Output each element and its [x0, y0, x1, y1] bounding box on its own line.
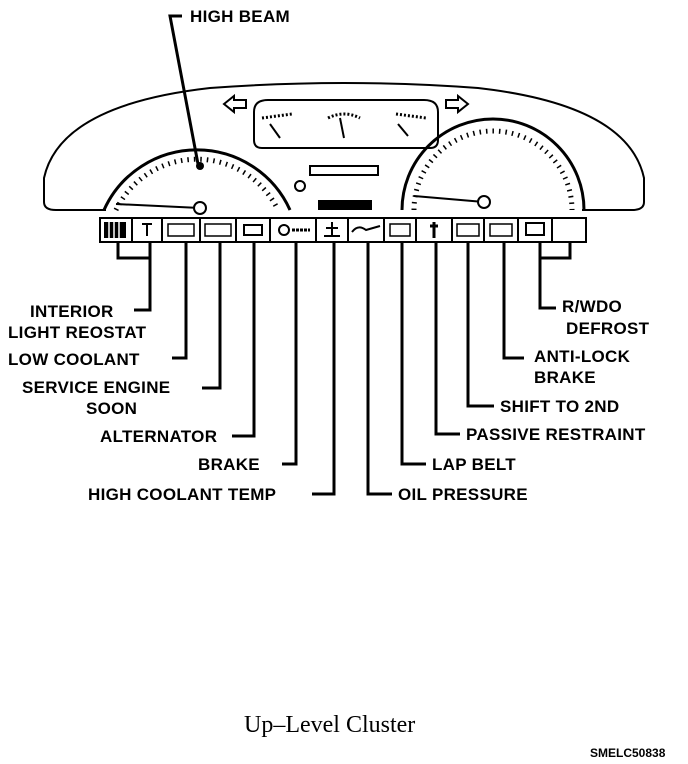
- label-service-engine-2: SOON: [86, 399, 137, 418]
- label-anti-lock-2: BRAKE: [534, 368, 596, 387]
- label-alternator: ALTERNATOR: [100, 427, 217, 446]
- high-coolant-temp-icon: [324, 222, 340, 237]
- right-turn-arrow-icon: [445, 93, 470, 115]
- cluster-housing: [43, 82, 645, 211]
- defrost-icon: [525, 222, 545, 236]
- label-oil-pressure: OIL PRESSURE: [398, 485, 528, 504]
- lap-belt-icon: [389, 223, 411, 237]
- dimmer-wheel-icon: [104, 222, 126, 238]
- shift-icon: [456, 223, 480, 237]
- label-interior-light-2: LIGHT REOSTAT: [8, 323, 147, 342]
- telltale-strip: [99, 217, 587, 243]
- odometer-window: [309, 165, 379, 176]
- label-rwdo-defrost-2: DEFROST: [566, 319, 650, 338]
- label-high-beam: HIGH BEAM: [190, 7, 290, 26]
- center-knob: [294, 180, 306, 192]
- label-service-engine-1: SERVICE ENGINE: [22, 378, 170, 397]
- label-lap-belt: LAP BELT: [432, 455, 516, 474]
- label-shift-to-2nd: SHIFT TO 2ND: [500, 397, 619, 416]
- fuel-gauge-icon: [261, 112, 293, 139]
- passive-restraint-icon: [430, 222, 438, 238]
- center-gauge-panel: [253, 99, 439, 149]
- anti-lock-icon: [489, 223, 513, 237]
- label-passive-restraint: PASSIVE RESTRAINT: [466, 425, 646, 444]
- label-low-coolant: LOW COOLANT: [8, 350, 140, 369]
- label-rwdo-defrost-1: R/WDO: [562, 297, 622, 316]
- figure-caption: Up–Level Cluster: [244, 712, 415, 738]
- right-bracket: [538, 242, 572, 260]
- oil-can-icon: [351, 225, 381, 233]
- low-coolant-icon: [167, 223, 195, 237]
- label-high-coolant-temp: HIGH COOLANT TEMP: [88, 485, 276, 504]
- left-bracket: [116, 242, 152, 260]
- left-turn-arrow-icon: [222, 93, 247, 115]
- tachometer-dial: [400, 117, 586, 211]
- figure-code: SMELC50838: [590, 746, 666, 760]
- oil-gauge-icon: [395, 112, 427, 137]
- service-engine-icon: [204, 223, 232, 237]
- label-anti-lock-1: ANTI-LOCK: [534, 347, 631, 366]
- label-interior-light-1: INTERIOR: [30, 302, 114, 321]
- label-brake: BRAKE: [198, 455, 260, 474]
- coolant-level-icon: [142, 223, 152, 236]
- center-slot: [318, 200, 372, 210]
- brake-icon: [278, 224, 290, 236]
- temperature-gauge-icon: [327, 112, 361, 139]
- battery-icon: [243, 224, 263, 236]
- leader-lines: [134, 14, 556, 496]
